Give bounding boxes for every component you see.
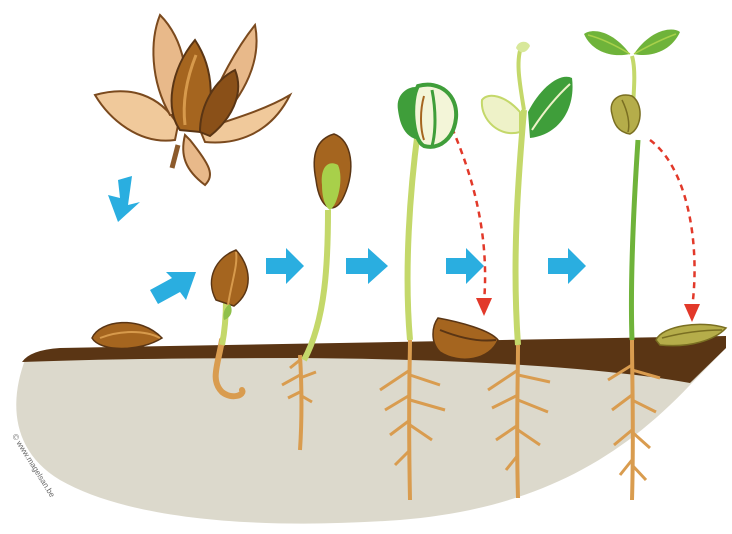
discarded-shell-1: [433, 318, 498, 359]
red-arrows: [452, 128, 700, 322]
red-arrow-2: [650, 140, 695, 308]
beechnut-husk: [95, 15, 290, 185]
blue-arrow-down: [108, 176, 140, 222]
blue-arrow-diagonal: [150, 272, 196, 304]
blue-arrow-1: [266, 248, 304, 284]
seed-on-soil: [92, 323, 162, 349]
blue-arrow-3: [446, 248, 484, 284]
blue-arrow-4: [548, 248, 586, 284]
blue-arrow-2: [346, 248, 388, 284]
